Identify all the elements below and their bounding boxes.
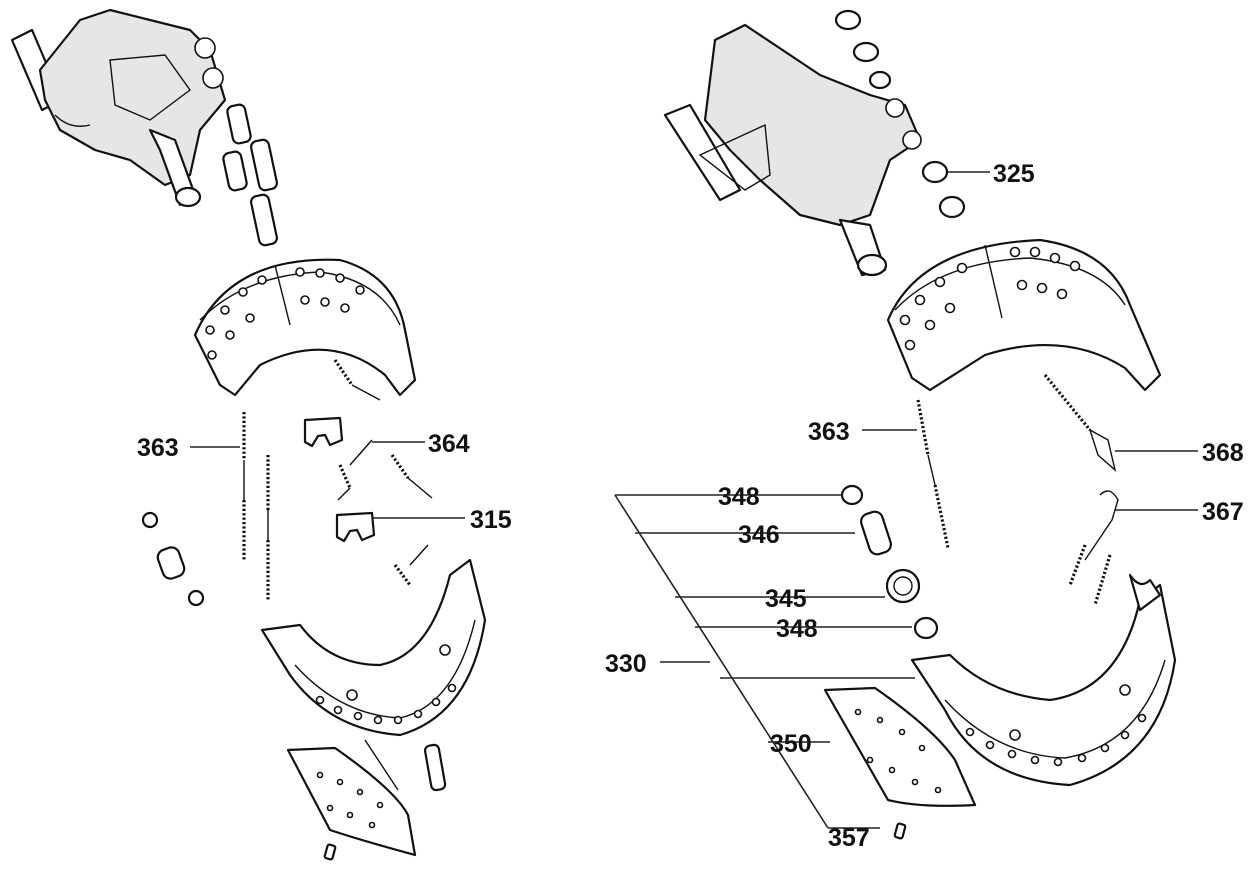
right-return-springs: [916, 373, 1117, 549]
callout-left-364: 364: [428, 430, 470, 458]
left-lower-brake-shoe: [260, 558, 487, 737]
left-axle-spider: [10, 8, 227, 208]
callout-left-363: 363: [137, 434, 179, 462]
callout-right-350: 350: [770, 730, 812, 758]
right-bushings-325: [921, 160, 966, 219]
left-lining-block: [286, 746, 417, 861]
callout-right-348-bottom: 348: [776, 615, 818, 643]
right-brake-assembly: 325 363 368: [605, 9, 1244, 852]
callout-right-345: 345: [765, 585, 807, 613]
callout-right-363: 363: [808, 418, 850, 446]
right-lower-brake-shoe: [910, 573, 1177, 787]
right-group-330-bracket: [614, 494, 915, 829]
right-upper-brake-shoe: [886, 238, 1162, 392]
left-upper-brake-shoe: [193, 258, 417, 401]
left-lower-pins: [364, 739, 447, 792]
left-clips: [303, 416, 376, 543]
left-brake-assembly: 363 364 315: [10, 8, 512, 861]
callout-right-330: 330: [605, 650, 647, 678]
callout-left-315: 315: [470, 506, 512, 534]
left-roller: [141, 511, 205, 607]
right-axle-spider: [663, 23, 922, 277]
callout-right-325: 325: [993, 160, 1035, 188]
callout-right-348-top: 348: [718, 483, 760, 511]
left-return-springs: [242, 412, 270, 600]
callout-right-368: 368: [1202, 439, 1244, 467]
right-lining-block: [823, 686, 977, 840]
left-anchor-pins: [222, 103, 278, 247]
right-top-bushings: [834, 9, 892, 90]
callout-right-367: 367: [1202, 498, 1244, 526]
callout-right-346: 346: [738, 521, 780, 549]
callout-right-357: 357: [828, 824, 870, 852]
right-roller-parts: [840, 484, 939, 640]
right-spring-367: [1068, 490, 1119, 606]
left-small-springs: [337, 439, 433, 586]
